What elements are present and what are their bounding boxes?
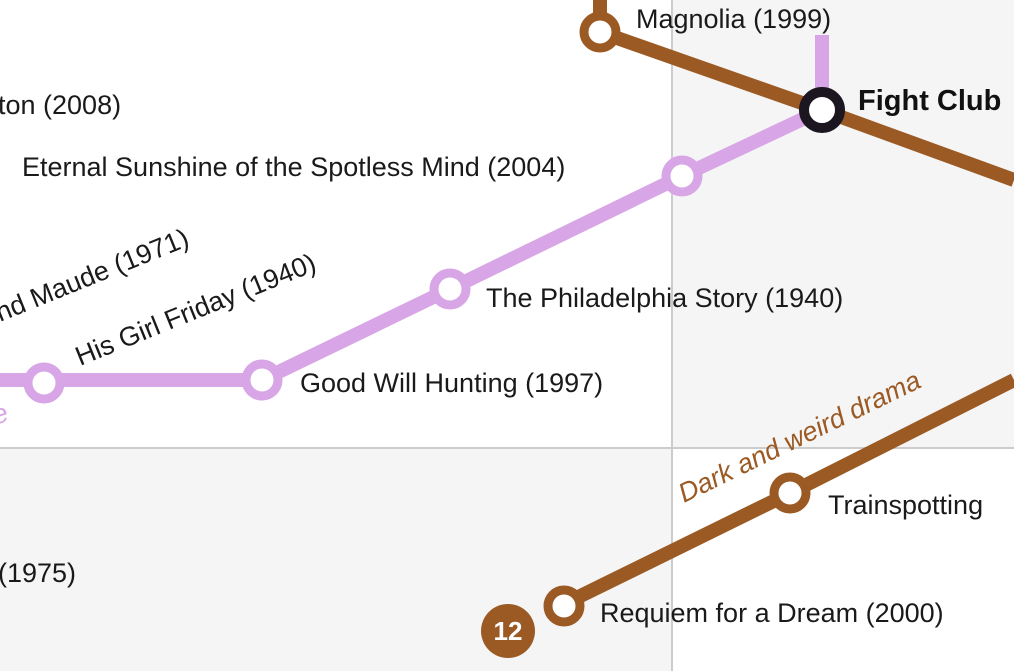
label-1975-partial: (1975) <box>0 558 76 588</box>
station-philadelphia-story <box>429 268 471 310</box>
label-button-partial: ton (2008) <box>0 90 121 120</box>
station-magnolia <box>579 11 621 53</box>
station-requiem <box>543 585 585 627</box>
label-philadelphia-story: The Philadelphia Story (1940) <box>486 283 843 313</box>
purple-line-name-partial: e <box>0 397 12 430</box>
line-12-badge-number: 12 <box>494 616 523 646</box>
label-requiem: Requiem for a Dream (2000) <box>600 598 944 628</box>
label-trainspotting: Trainspotting <box>828 490 983 520</box>
label-magnolia: Magnolia (1999) <box>636 4 831 34</box>
station-trainspotting <box>769 472 811 514</box>
station-eternal-sunshine <box>661 155 703 197</box>
line-12-badge <box>481 604 535 658</box>
label-fight-club: Fight Club <box>858 85 1001 117</box>
station-fight-club-hub <box>799 87 845 133</box>
station-his-girl-friday <box>23 362 65 404</box>
station-good-will-hunting <box>241 359 283 401</box>
label-good-will-hunting: Good Will Hunting (1997) <box>300 368 603 398</box>
quadrant-shade-bottom-left <box>0 448 672 671</box>
quadrant-shade-top-right <box>672 0 1014 448</box>
label-eternal-sunshine: Eternal Sunshine of the Spotless Mind (2… <box>22 152 565 182</box>
